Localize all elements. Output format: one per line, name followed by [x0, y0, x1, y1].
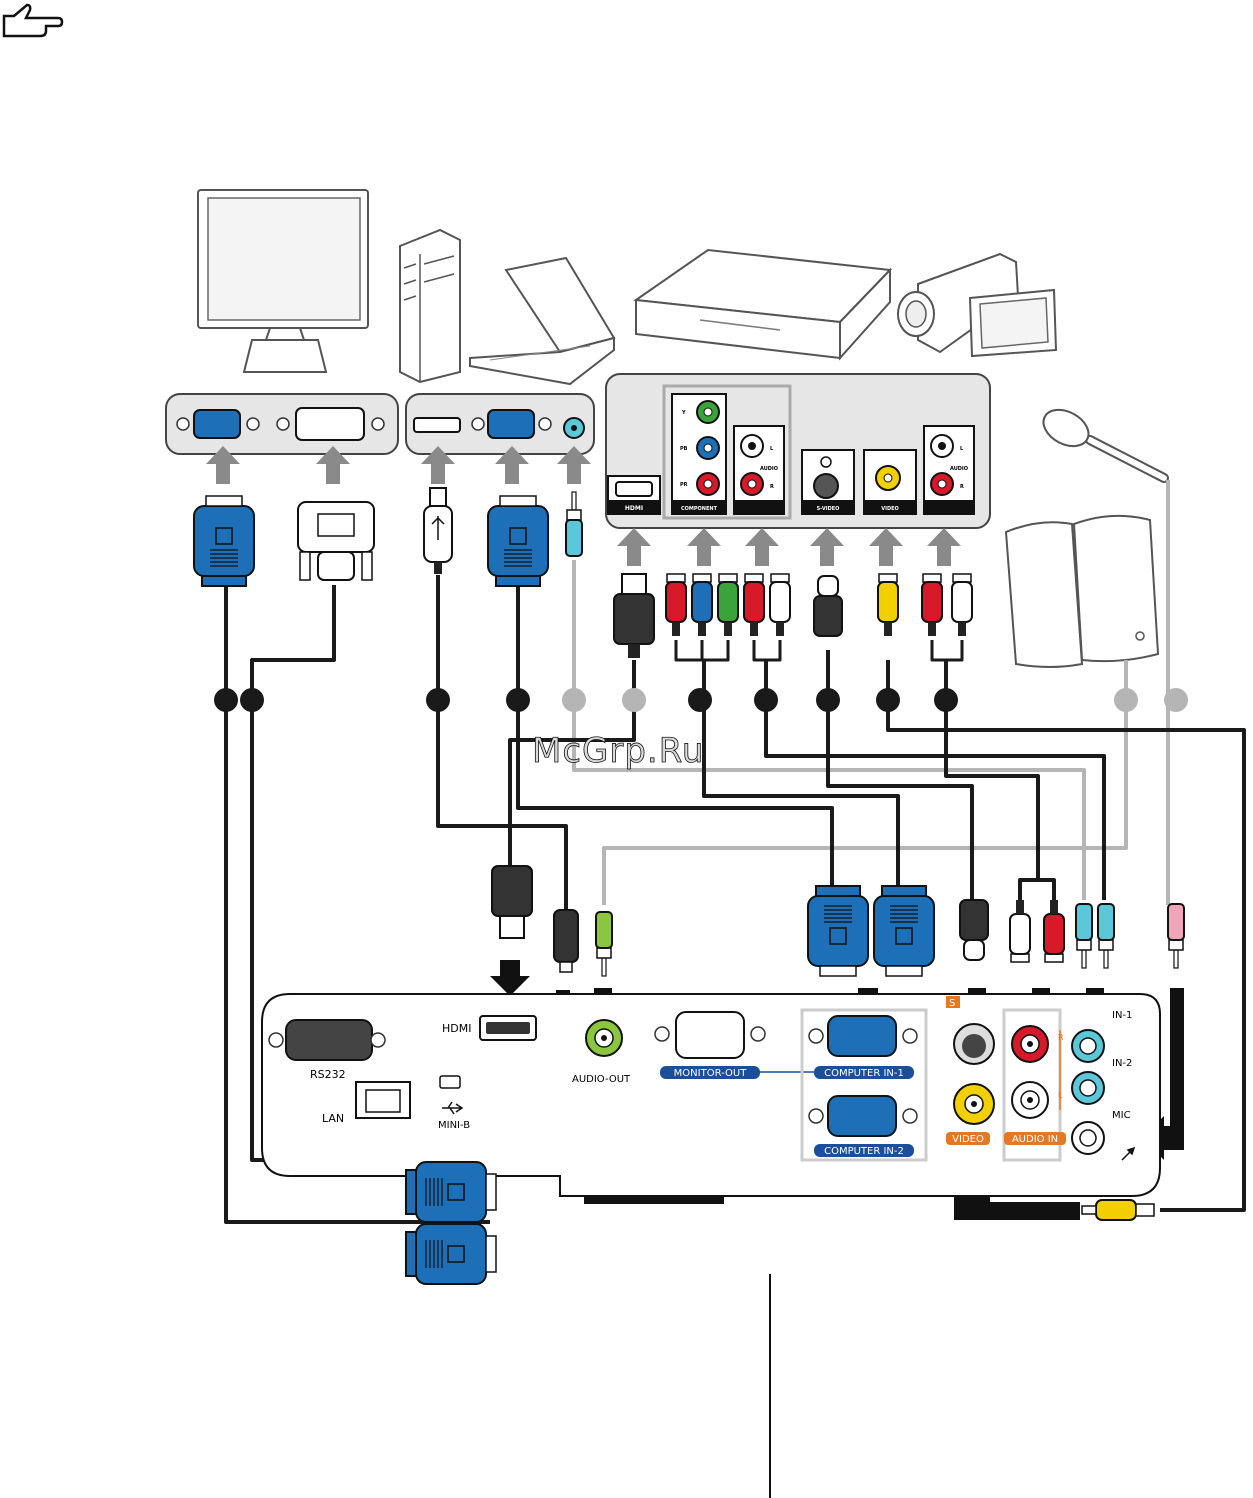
av-pr-label: PR — [680, 482, 688, 488]
dvi-plug — [298, 502, 374, 580]
s-mark-label: S — [949, 998, 955, 1009]
video-rca-plug-bottom — [1082, 1200, 1154, 1220]
av-y-label: Y — [681, 410, 686, 416]
r-mark-label: R — [1058, 1033, 1064, 1042]
lower-plugs — [492, 866, 1184, 976]
microphone-icon — [1037, 403, 1164, 478]
av-video-label: VIDEO — [881, 506, 899, 512]
av-port-panel: HDMI COMPONENT Y PB PR AUDIO L R S-VIDEO… — [606, 374, 990, 528]
computer-in-1-label: COMPUTER IN-1 — [824, 1068, 904, 1079]
lan-label: LAN — [322, 1112, 344, 1125]
note-icon — [4, 5, 62, 36]
dvd-player-icon — [636, 250, 890, 358]
av-pb-label: PB — [680, 446, 688, 452]
av-audio-1-label: AUDIO — [760, 466, 778, 472]
in-1-label: IN-1 — [1112, 1010, 1132, 1021]
av-r2-label: R — [960, 484, 964, 490]
monitor-out-label: MONITOR-OUT — [674, 1068, 748, 1079]
in-2-label: IN-2 — [1112, 1058, 1132, 1069]
speakers-icon — [1006, 516, 1158, 667]
svideo-plug-lower — [960, 900, 988, 960]
av-component-label: COMPONENT — [681, 506, 718, 512]
svideo-plug-upper — [814, 576, 842, 636]
minib-plug-lower — [554, 910, 578, 972]
pc-port-panel — [406, 394, 594, 454]
monitor-icon — [198, 190, 368, 372]
av-hdmi-label: HDMI — [625, 505, 643, 512]
camcorder-icon — [898, 254, 1056, 356]
av-audio-2-label: AUDIO — [950, 466, 968, 472]
computer-in-2-label: COMPUTER IN-2 — [824, 1146, 904, 1157]
rs232-label: RS232 — [310, 1068, 346, 1081]
hdmi-plug-lower — [492, 866, 532, 938]
l-mark-label: L — [1058, 1091, 1063, 1100]
monitor-port-panel — [166, 394, 398, 454]
usb-plug — [424, 488, 452, 574]
laptop-icon — [470, 258, 614, 384]
desktop-pc-icon — [400, 230, 460, 382]
audio-in-label: AUDIO IN — [1012, 1134, 1058, 1145]
watermark: McGrp.Ru — [532, 731, 704, 771]
minib-label: MINI-B — [438, 1120, 470, 1131]
cable-bullets — [214, 688, 1188, 712]
mic-label: MIC — [1112, 1110, 1131, 1121]
av-r1-label: R — [770, 484, 774, 490]
video-label: VIDEO — [952, 1134, 984, 1145]
hdmi-plug-upper — [614, 574, 654, 658]
audio-out-label: AUDIO-OUT — [572, 1074, 631, 1085]
hdmi-label: HDMI — [442, 1022, 471, 1035]
av-svideo-label: S-VIDEO — [817, 506, 840, 512]
projector-panel: RS232 LAN HDMI MINI-B AUDIO-OUT MONITOR-… — [262, 994, 1160, 1196]
